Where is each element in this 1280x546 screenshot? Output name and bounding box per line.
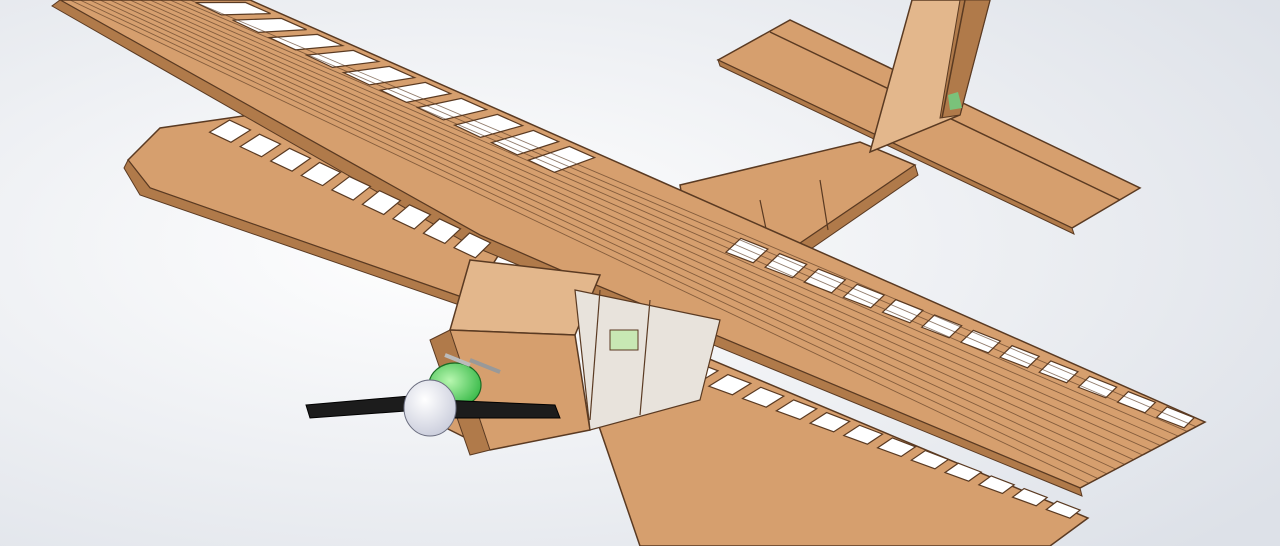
rib-bay	[341, 65, 417, 86]
sheeting-line	[119, 0, 1134, 461]
sheeting-line	[109, 0, 1125, 465]
rib-bay	[707, 373, 753, 396]
main-wing	[51, 0, 1207, 497]
rib-bay	[910, 449, 950, 470]
motor-mount-rod	[469, 358, 501, 374]
rib-bay	[300, 161, 342, 187]
sheeting-line	[159, 0, 1170, 442]
battery-icon	[609, 329, 639, 351]
propeller-icon	[305, 395, 561, 419]
rear-left-wing-rib-bays	[208, 119, 492, 259]
sheeting-line	[189, 0, 1197, 428]
rib-bay	[1045, 500, 1082, 519]
rib-bay	[763, 252, 808, 279]
sheeting-line	[169, 0, 1179, 437]
vertical-fin	[868, 0, 991, 154]
tail-servo-icon	[948, 92, 962, 110]
rib-bay	[208, 119, 252, 143]
spinner-icon	[403, 379, 457, 437]
sheeting-line	[79, 0, 1099, 479]
rib-bay	[1155, 406, 1196, 429]
rib-bay	[489, 129, 561, 156]
rib-bay	[452, 113, 525, 139]
rib-bay	[422, 218, 462, 245]
rib-bay	[452, 232, 492, 259]
rib-bay	[977, 475, 1016, 495]
rib-bay	[304, 49, 381, 68]
fuselage-cabin	[429, 259, 721, 456]
rib-bay	[330, 175, 372, 201]
rib-bay	[361, 189, 402, 216]
rib-bay	[269, 147, 312, 172]
rib-bay	[741, 386, 786, 408]
rib-bay	[876, 437, 917, 458]
rib-bay	[774, 399, 819, 421]
sheeting-line	[149, 0, 1161, 446]
sheeting-line	[129, 0, 1143, 456]
rib-bay	[391, 204, 432, 230]
sheeting-line	[139, 0, 1152, 451]
rib-bay	[1011, 487, 1049, 507]
sheeting-line	[179, 0, 1188, 432]
rib-bay	[1038, 360, 1080, 384]
sheeting-line	[69, 0, 1090, 484]
motor-mount-rod	[444, 353, 471, 367]
rib-bay	[808, 411, 851, 433]
rib-bay	[998, 344, 1041, 369]
rib-bay	[724, 237, 770, 264]
rib-bay	[943, 462, 983, 482]
rib-bay	[195, 1, 271, 16]
rib-bay	[842, 424, 884, 445]
sheeting-line	[99, 0, 1116, 470]
sheeting-line	[89, 0, 1107, 475]
rib-bay	[842, 283, 886, 309]
rib-bay	[232, 17, 307, 33]
main-wing-sheeting	[69, 0, 1197, 484]
rib-bay	[238, 133, 282, 158]
